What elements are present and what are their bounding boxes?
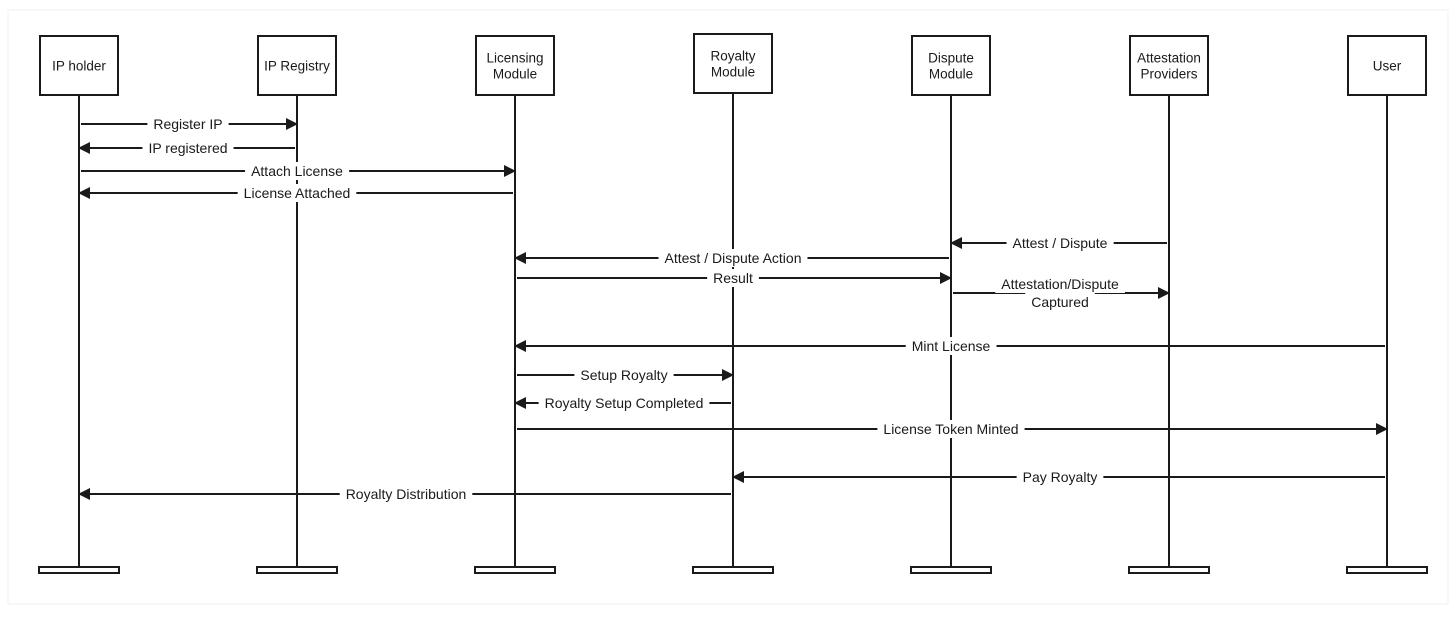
message-label: Royalty Setup Completed (545, 395, 704, 411)
message-label-background (905, 337, 997, 355)
participant-ip_holder: IP holder (39, 35, 119, 96)
message-label: Pay Royalty (1023, 469, 1098, 485)
message-label-background (147, 115, 229, 133)
message-label: License Token Minted (883, 421, 1018, 437)
participant-box (39, 35, 119, 96)
message-arrow: Royalty Setup Completed (514, 394, 731, 412)
message-arrow: License Token Minted (517, 420, 1388, 438)
message-label: Royalty Distribution (346, 486, 467, 502)
message-label-background (339, 485, 473, 503)
participant-label: IP Registry (264, 59, 330, 74)
message-label-background (1025, 293, 1095, 311)
message-arrow: Attach License (81, 162, 516, 180)
message-label: IP registered (148, 140, 227, 156)
lifeline-end-user (1346, 566, 1428, 574)
participant-user: User (1347, 35, 1427, 96)
participant-label: IP holder (52, 59, 106, 74)
participant-box (1347, 35, 1427, 96)
participant-box (1129, 35, 1209, 96)
message-label-background (877, 420, 1025, 438)
message-arrow: IP registered (78, 139, 295, 157)
message-label: Mint License (912, 338, 991, 354)
message-arrow: License Attached (78, 184, 513, 202)
message-label: Attest / Dispute Action (665, 250, 802, 266)
message-arrow: Attest / Dispute Action (514, 249, 949, 267)
message-label: Attach License (251, 163, 343, 179)
message-label-background (142, 139, 234, 157)
message-label: Captured (1031, 294, 1089, 310)
message-arrow: Setup Royalty (517, 366, 734, 384)
message-arrow: Royalty Distribution (78, 485, 731, 503)
lifeline-end-ip_holder (38, 566, 120, 574)
participant-label: Dispute (928, 51, 974, 66)
lifeline-end-royalty_module (692, 566, 774, 574)
message-arrow: Pay Royalty (732, 468, 1385, 486)
message-arrow: Attest / Dispute (950, 234, 1167, 252)
message-label-background (1016, 468, 1104, 486)
participant-box (911, 35, 991, 96)
participant-box (475, 35, 555, 96)
message-label-background (538, 394, 710, 412)
participant-box (693, 33, 773, 94)
participant-box (257, 35, 337, 96)
lifeline-end-licensing_module (474, 566, 556, 574)
message-label: Result (713, 270, 753, 286)
message-label-background (574, 366, 674, 384)
participant-label: User (1373, 59, 1402, 74)
message-label-background (707, 269, 759, 287)
participant-ip_registry: IP Registry (257, 35, 337, 96)
diagram-frame (7, 9, 1449, 605)
participant-label: Module (711, 65, 755, 80)
message-label-background (658, 249, 808, 267)
lifeline-end-ip_registry (256, 566, 338, 574)
message-label: Setup Royalty (580, 367, 667, 383)
participant-label: Providers (1140, 67, 1197, 82)
message-label-background (1006, 234, 1114, 252)
participant-label: Licensing (486, 51, 543, 66)
message-label: Attestation/Dispute (1001, 276, 1119, 292)
participant-label: Module (929, 67, 973, 82)
message-label-background (237, 184, 357, 202)
message-label: Attest / Dispute (1013, 235, 1108, 251)
message-arrow: Result (517, 269, 952, 287)
participant-label: Module (493, 67, 537, 82)
participant-label: Attestation (1137, 51, 1201, 66)
message-label: License Attached (244, 185, 351, 201)
lifeline-end-attestation_providers (1128, 566, 1210, 574)
message-arrow: Register IP (81, 115, 298, 133)
lifeline-end-dispute_module (910, 566, 992, 574)
message-label-background (245, 162, 350, 180)
message-arrow: Mint License (514, 337, 1385, 355)
participant-label: Royalty (710, 49, 755, 64)
message-label-background (995, 275, 1125, 293)
message-label: Register IP (153, 116, 222, 132)
